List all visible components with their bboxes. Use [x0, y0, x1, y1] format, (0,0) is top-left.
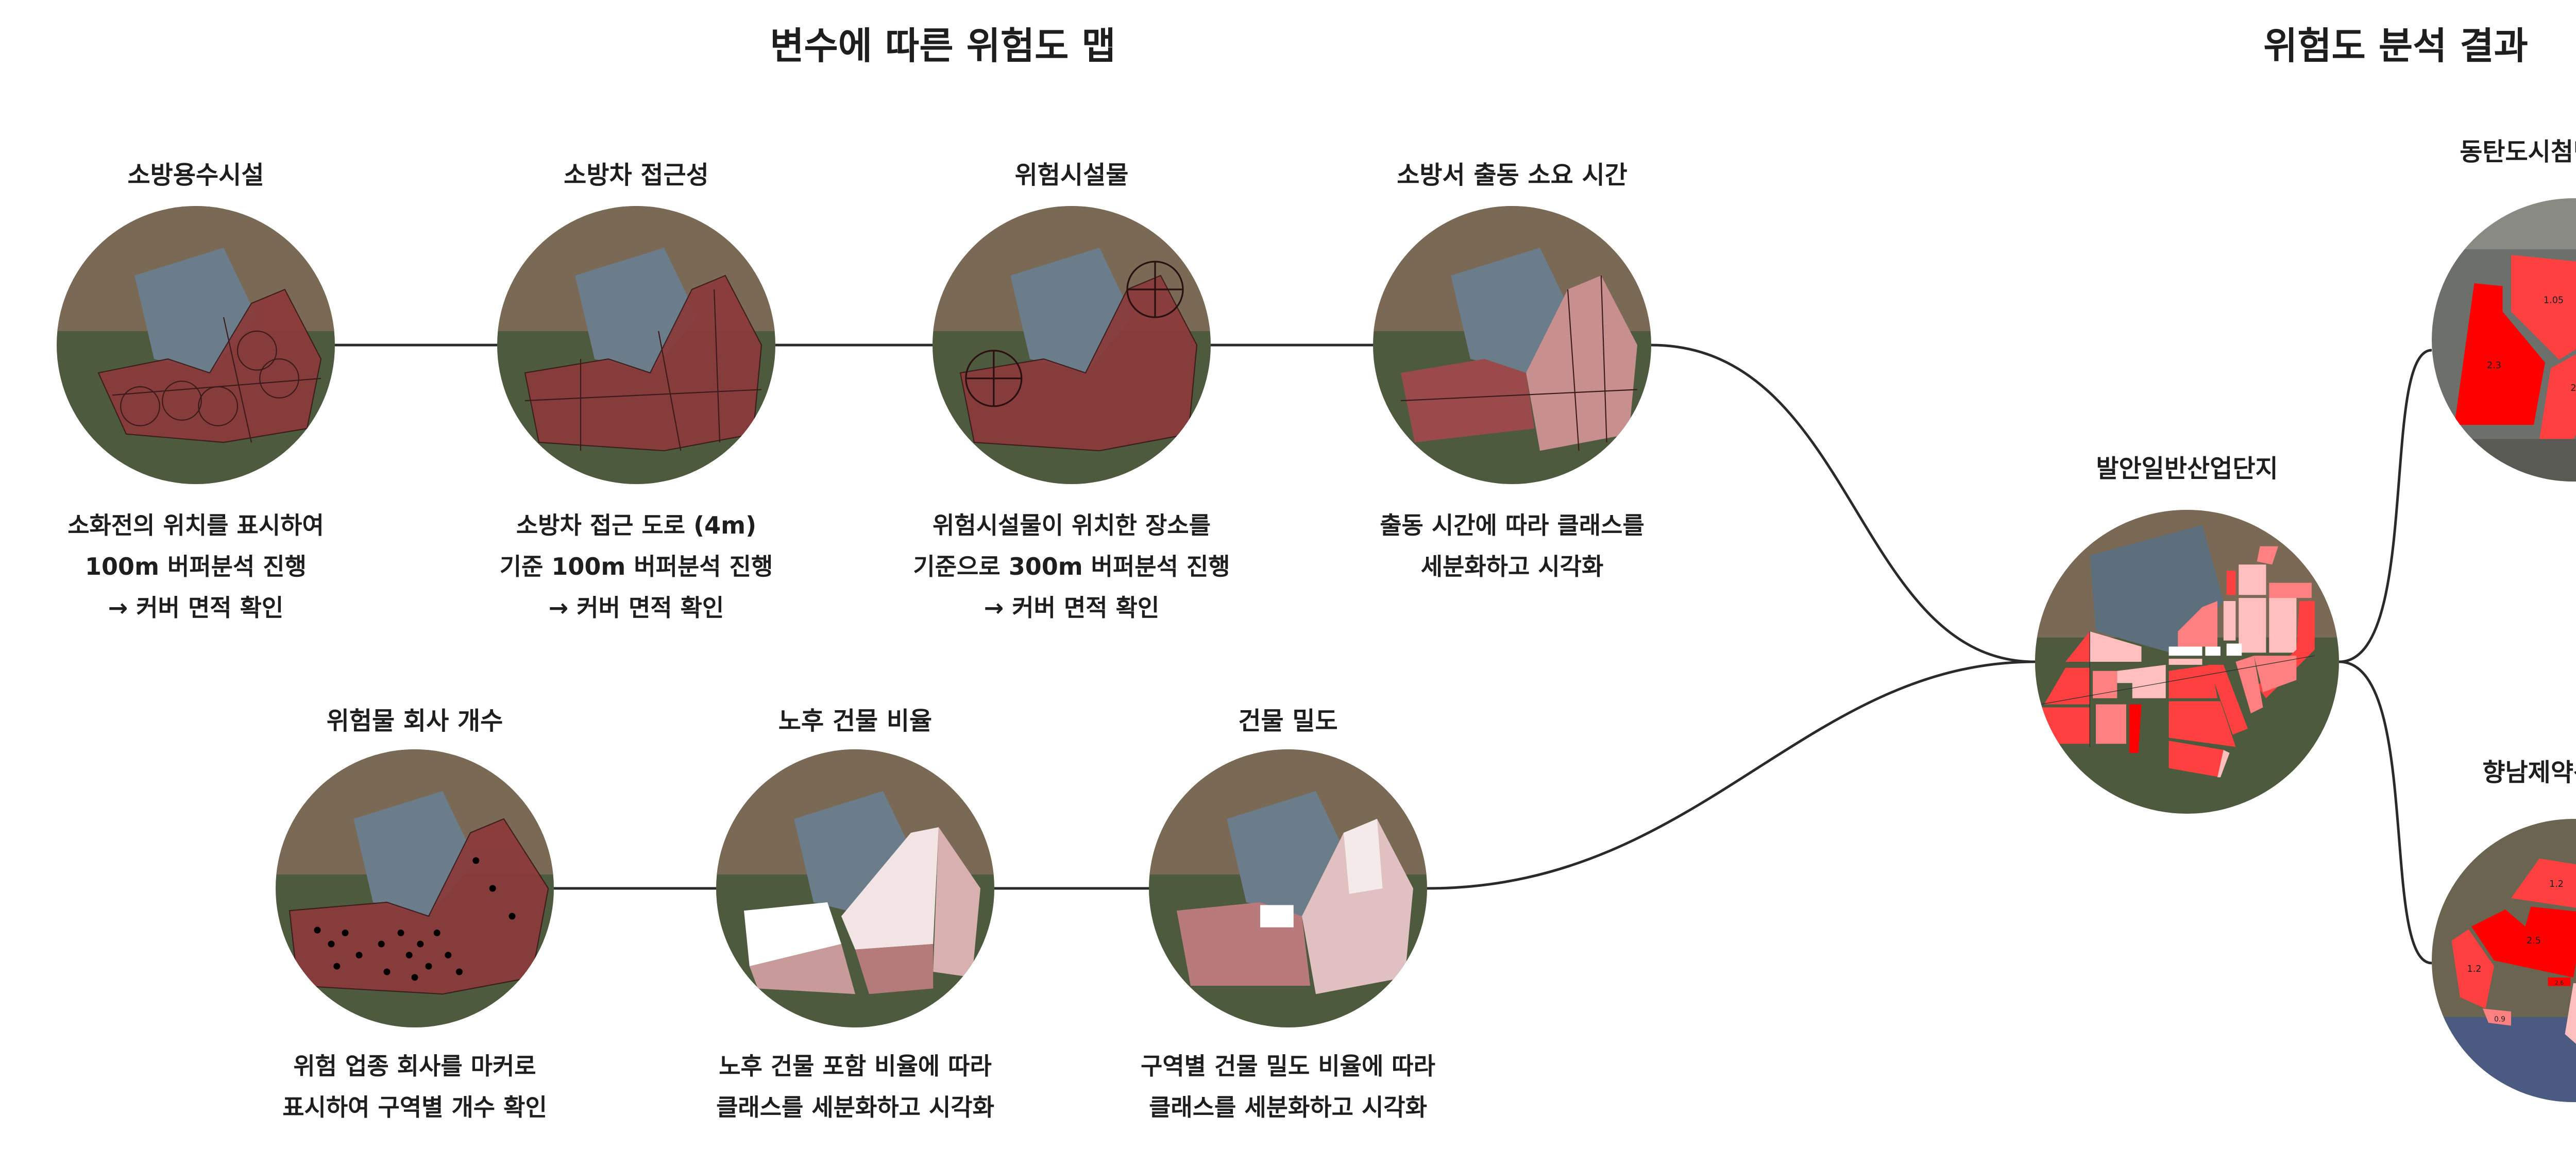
desc-line: 기준으로 300m 버퍼분석 진행: [913, 553, 1230, 580]
variable-desc-fire-water: 소화전의 위치를 표시하여 100m 버퍼분석 진행 → 커버 면적 확인: [67, 505, 324, 628]
variable-title-hazmat-companies: 위험물 회사 개수: [326, 707, 503, 735]
result-title-hyangnam: 향남제약산업단지: [2482, 758, 2576, 787]
map-hazard-facility[interactable]: [933, 206, 1211, 484]
variable-title-dispatch-time: 소방서 출동 소요 시간: [1397, 161, 1628, 190]
map-fire-water[interactable]: [57, 206, 335, 484]
variable-desc-truck-access: 소방차 접근 도로 (4m) 기준 100m 버퍼분석 진행 → 커버 면적 확…: [500, 505, 773, 628]
zone-label: 1.05: [2544, 296, 2564, 306]
map-hazmat-companies[interactable]: [276, 749, 554, 1027]
desc-line: 출동 시간에 따라 클래스를: [1380, 511, 1645, 539]
variables-section-title: 변수에 따른 위험도 맵: [770, 24, 1116, 67]
zone-label: 2.6: [2555, 980, 2564, 986]
map-result-dongtan[interactable]: 2.3 1.05 1.25 2 0.4 0.5: [2432, 198, 2576, 482]
map-result-hyangnam[interactable]: 1 1.2 2.3 1.2 2.5 0.4 1.2 2.6 0.9 0.7: [2432, 819, 2576, 1102]
desc-line: 소화전의 위치를 표시하여: [67, 511, 324, 539]
desc-line: → 커버 면적 확인: [108, 594, 284, 622]
variable-desc-aging-buildings: 노후 건물 포함 비율에 따라 클래스를 세분화하고 시각화: [716, 1045, 994, 1128]
variable-desc-building-density: 구역별 건물 밀도 비율에 따라 클래스를 세분화하고 시각화: [1141, 1045, 1435, 1128]
zone-label: 2.3: [2487, 361, 2501, 371]
zone-label: 1.2: [2467, 964, 2482, 974]
desc-line: 클래스를 세분화하고 시각화: [1149, 1093, 1427, 1121]
desc-line: 클래스를 세분화하고 시각화: [716, 1093, 994, 1121]
zone-label: 1.2: [2549, 879, 2564, 889]
variable-title-truck-access: 소방차 접근성: [564, 161, 709, 190]
desc-line: 표시하여 구역별 개수 확인: [282, 1093, 547, 1121]
desc-line: 세분화하고 시각화: [1420, 553, 1604, 580]
map-building-density[interactable]: [1149, 749, 1427, 1027]
desc-line: 구역별 건물 밀도 비율에 따라: [1141, 1052, 1435, 1080]
variable-desc-hazmat-companies: 위험 업종 회사를 마커로 표시하여 구역별 개수 확인: [282, 1045, 547, 1128]
variable-title-building-density: 건물 밀도: [1238, 707, 1338, 735]
variable-title-fire-water: 소방용수시설: [127, 161, 264, 190]
results-section-title: 위험도 분석 결과: [2263, 24, 2528, 67]
desc-line: 위험시설물이 위치한 장소를: [933, 511, 1211, 539]
map-aging-buildings[interactable]: [716, 749, 994, 1027]
map-dispatch-time[interactable]: [1373, 206, 1651, 484]
desc-line: 100m 버퍼분석 진행: [85, 553, 307, 580]
variable-title-aging-buildings: 노후 건물 비율: [778, 707, 933, 735]
variable-title-hazard-facility: 위험시설물: [1014, 161, 1129, 190]
desc-line: 노후 건물 포함 비율에 따라: [719, 1052, 992, 1080]
desc-line: → 커버 면적 확인: [548, 594, 724, 622]
desc-line: 기준 100m 버퍼분석 진행: [499, 553, 773, 580]
result-title-baran: 발안일반산업단지: [2096, 454, 2278, 483]
zone-label: 2.5: [2527, 936, 2541, 946]
zone-label: 2: [2570, 383, 2576, 393]
result-title-dongtan: 동탄도시첨단산업단지: [2460, 138, 2576, 166]
map-truck-access[interactable]: [497, 206, 775, 484]
variable-desc-hazard-facility: 위험시설물이 위치한 장소를 기준으로 300m 버퍼분석 진행 → 커버 면적…: [913, 505, 1230, 628]
desc-line: → 커버 면적 확인: [984, 594, 1160, 622]
desc-line: 소방차 접근 도로 (4m): [516, 511, 757, 539]
variable-desc-dispatch-time: 출동 시간에 따라 클래스를 세분화하고 시각화: [1380, 505, 1645, 587]
desc-line: 위험 업종 회사를 마커로: [293, 1052, 536, 1080]
zone-label: 0.9: [2494, 1015, 2505, 1023]
map-result-baran[interactable]: [2035, 510, 2339, 814]
